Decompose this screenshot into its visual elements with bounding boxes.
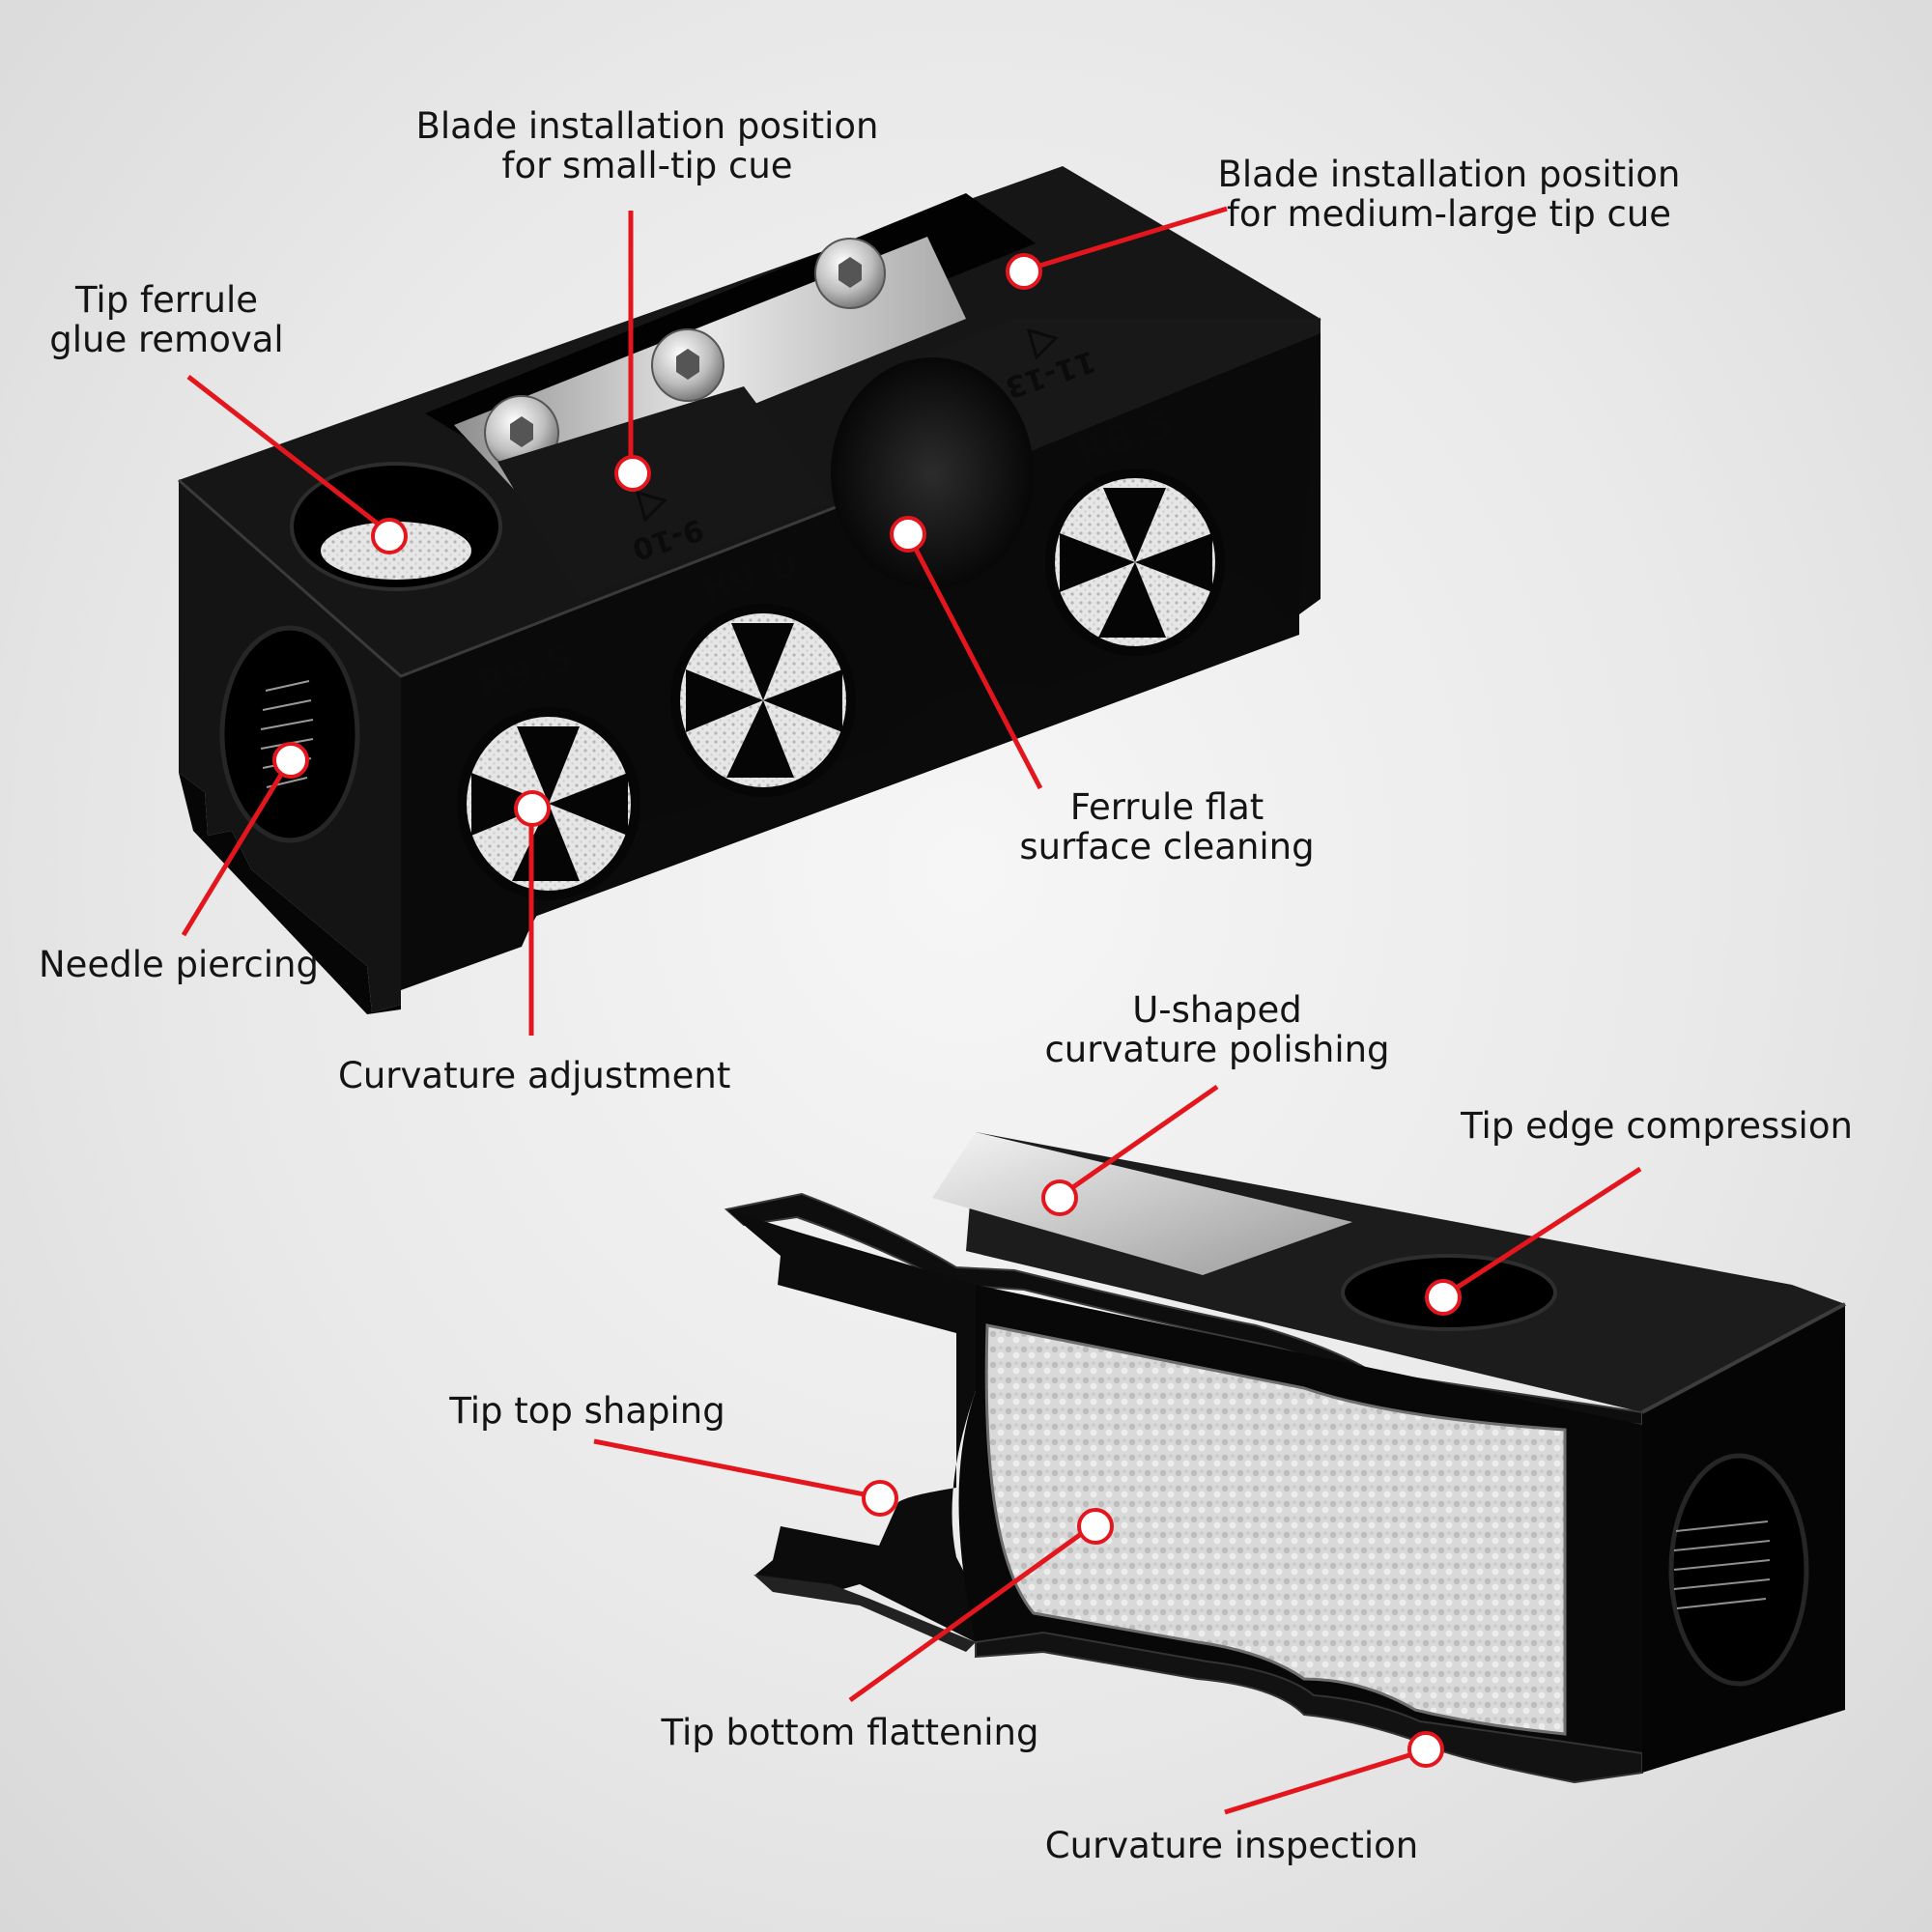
- label-line: Blade installation position: [1217, 154, 1681, 195]
- label-line: surface cleaning: [1019, 826, 1315, 867]
- label-line: Tip top shaping: [449, 1390, 725, 1432]
- curvature-dome-r90: [670, 604, 856, 797]
- marker-curvature-inspection: [1407, 1731, 1444, 1768]
- callout-markers: [272, 253, 1462, 1768]
- label-u-polishing: U-shaped curvature polishing: [1038, 990, 1396, 1069]
- callout-lines: [181, 206, 1642, 1815]
- label-line: for small-tip cue: [501, 145, 793, 186]
- label-glue-removal: Tip ferrule glue removal: [39, 280, 295, 359]
- leader-curvature-inspection: [1224, 1747, 1426, 1815]
- leader-bottom-flattening: [848, 1521, 1096, 1703]
- marker-bottom-flattening: [1077, 1508, 1114, 1545]
- label-line: Needle piercing: [39, 944, 319, 985]
- label-line: Curvature adjustment: [338, 1055, 731, 1096]
- label-needle-piercing: Needle piercing: [34, 945, 324, 984]
- leader-glue-removal: [186, 375, 393, 536]
- label-line: glue removal: [49, 319, 284, 360]
- leader-blade-large: [1023, 206, 1228, 273]
- label-line: U-shaped: [1132, 989, 1302, 1031]
- label-blade-large: Blade installation position for medium-l…: [1198, 155, 1700, 234]
- label-line: Tip ferrule: [74, 279, 259, 321]
- triangle-mark-small: [635, 490, 668, 523]
- leader-edge-compression: [1441, 1166, 1642, 1299]
- label-ferrule-cleaning: Ferrule flat surface cleaning: [1012, 787, 1321, 867]
- label-top-shaping: Tip top shaping: [442, 1391, 732, 1431]
- leader-u-polishing: [1056, 1084, 1219, 1201]
- label-blade-small: Blade installation position for small-ti…: [406, 106, 889, 185]
- curvature-dome-r85: [1045, 469, 1225, 656]
- label-line: Ferrule flat: [1069, 786, 1264, 828]
- label-curvature-inspection: Curvature inspection: [1043, 1826, 1420, 1865]
- label-curvature-adjustment: Curvature adjustment: [338, 1055, 731, 1096]
- label-edge-compression: Tip edge compression: [1454, 1106, 1860, 1146]
- marker-u-polishing: [1041, 1179, 1078, 1216]
- lower-needle-hole: [1668, 1453, 1809, 1687]
- marker-curvature-adjustment: [514, 790, 551, 827]
- marker-edge-compression: [1425, 1279, 1462, 1316]
- lower-u-prong: [726, 1209, 985, 1642]
- ferrule-cup: [831, 357, 1034, 589]
- flattening-plate: [984, 1323, 1567, 1736]
- marker-ferrule-cleaning: [890, 516, 926, 553]
- upper-tool: R9.5 R9.0 R8.5 9-10 11-13: [178, 166, 1321, 1014]
- leader-top-shaping: [593, 1438, 880, 1500]
- lower-tool: [724, 1132, 1846, 1784]
- triangle-mark-large: [1026, 327, 1059, 360]
- label-bottom-flattening: Tip bottom flattening: [657, 1713, 1043, 1752]
- label-line: for medium-large tip cue: [1226, 193, 1672, 235]
- u-polishing-sheet: [932, 1132, 1352, 1275]
- needle-hole: [219, 625, 360, 843]
- label-line: Tip bottom flattening: [661, 1712, 1039, 1753]
- marker-blade-large: [1006, 253, 1042, 290]
- label-line: Curvature inspection: [1044, 1825, 1419, 1866]
- marker-top-shaping: [862, 1480, 898, 1517]
- marker-glue-removal: [371, 518, 408, 554]
- marker-blade-small: [614, 455, 651, 492]
- marker-needle-piercing: [272, 742, 309, 779]
- label-line: curvature polishing: [1044, 1029, 1390, 1070]
- leader-ferrule-cleaning: [905, 532, 1043, 790]
- leader-needle-piercing: [181, 758, 293, 937]
- label-line: Blade installation position: [415, 105, 879, 147]
- label-line: Tip edge compression: [1461, 1105, 1853, 1147]
